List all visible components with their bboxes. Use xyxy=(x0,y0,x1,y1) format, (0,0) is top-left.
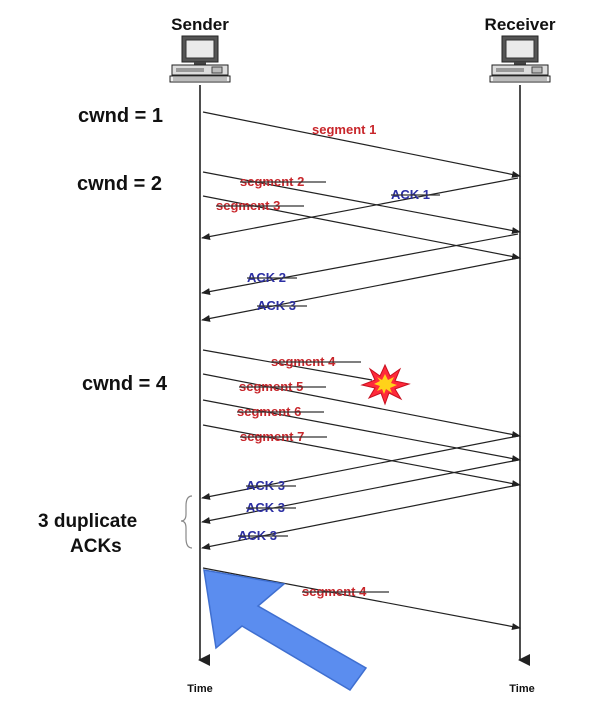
lost-segment-line xyxy=(202,349,373,381)
ack-arrow xyxy=(201,233,519,295)
cwnd-label: cwnd = 2 xyxy=(77,173,162,195)
receiver-time-label: Time xyxy=(509,683,534,695)
ack-arrow xyxy=(201,484,519,550)
sender-label: Sender xyxy=(171,15,229,34)
duplicate-acks-label: ACKs xyxy=(70,536,122,557)
explosion-icon xyxy=(360,363,411,406)
ack-arrow xyxy=(201,257,519,322)
cwnd-label: cwnd = 1 xyxy=(78,105,163,127)
segment-arrow xyxy=(202,424,521,487)
brace-icon xyxy=(180,495,193,549)
pointer-arrow-icon xyxy=(203,569,368,691)
computer-icon xyxy=(169,35,231,83)
segment-arrow xyxy=(202,399,521,462)
ack-arrow xyxy=(201,459,519,524)
sender-time-label: Time xyxy=(187,683,212,695)
message-label: segment 1 xyxy=(312,122,376,137)
ack-arrow xyxy=(201,177,519,240)
cwnd-label: cwnd = 4 xyxy=(82,373,168,395)
duplicate-acks-label: 3 duplicate xyxy=(38,511,137,532)
ack-arrow xyxy=(201,435,519,500)
segment-arrow xyxy=(202,567,521,630)
receiver-label: Receiver xyxy=(485,15,556,34)
segment-arrow xyxy=(202,111,521,178)
segment-arrow xyxy=(202,373,521,438)
computer-icon xyxy=(489,35,551,83)
